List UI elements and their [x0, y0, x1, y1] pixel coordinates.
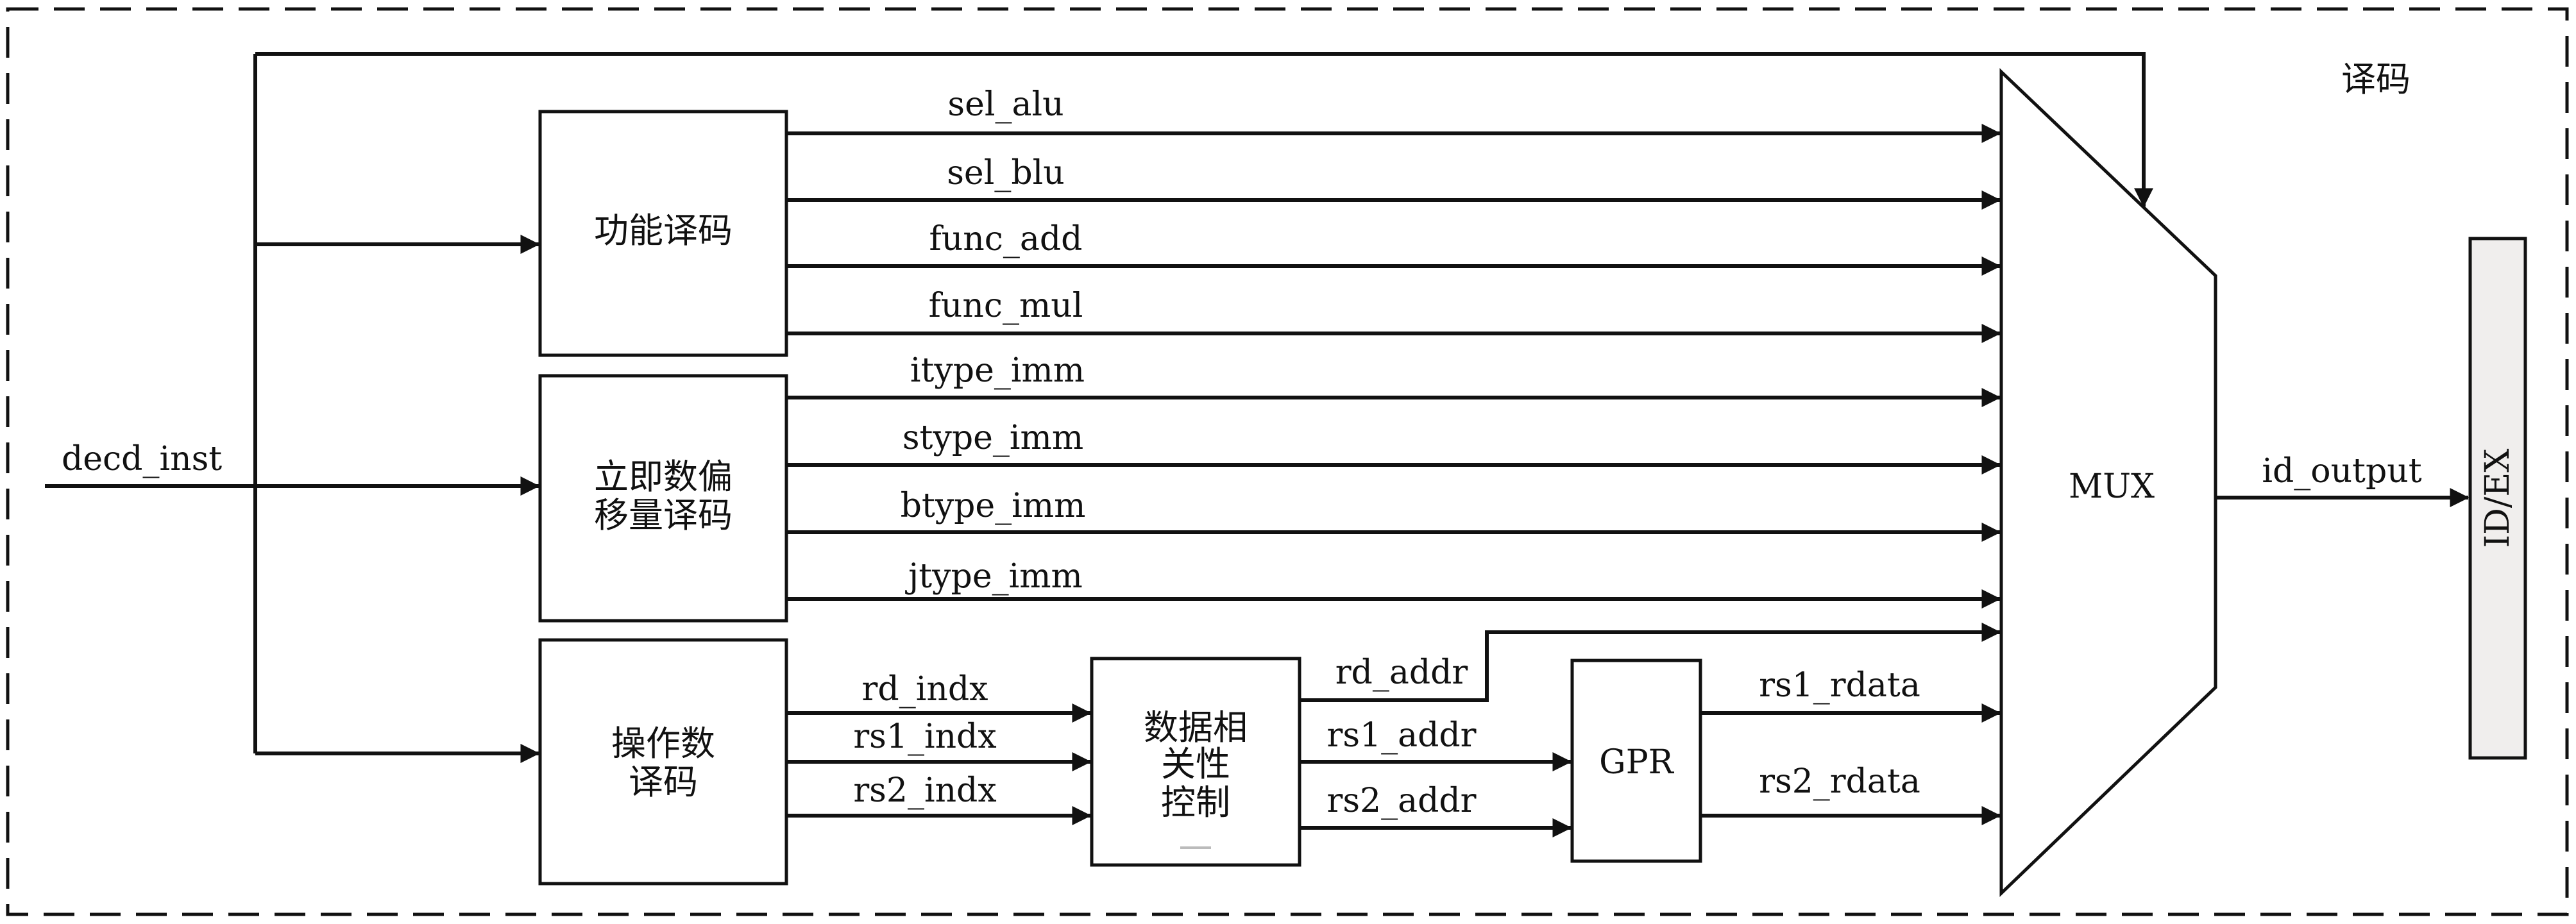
- mux-label: MUX: [2069, 467, 2155, 506]
- id-ex-pipeline-register: [2468, 237, 2527, 760]
- decode-module-label: 译码: [2341, 59, 2411, 99]
- sel-alu-label: sel_alu: [947, 85, 1063, 124]
- imm-decode-block: [538, 374, 788, 623]
- operand-decode-block: [538, 638, 788, 886]
- hazard-label-line1: 数据相: [1144, 707, 1248, 748]
- operand-decode-label-line1: 操作数: [611, 723, 715, 764]
- func-mul-label: func_mul: [929, 287, 1083, 325]
- decd-inst-label: decd_inst: [62, 440, 222, 478]
- sel-blu-label: sel_blu: [947, 154, 1065, 192]
- decode-module-boundary: [6, 7, 2569, 916]
- gpr-block: [1570, 659, 1702, 863]
- hazard-label-line2: 关性: [1161, 744, 1230, 784]
- jtype-imm-label: jtype_imm: [905, 557, 1083, 596]
- rs1-addr-label: rs1_addr: [1326, 716, 1476, 755]
- imm-decode-label-line2: 移量译码: [594, 495, 733, 535]
- operand-decode-label-line2: 译码: [629, 762, 698, 802]
- stype-imm-label: stype_imm: [902, 419, 1083, 457]
- rs1-rdata-label: rs1_rdata: [1759, 666, 1920, 705]
- rs2-addr-label: rs2_addr: [1326, 782, 1476, 820]
- rs1-indx-label: rs1_indx: [853, 718, 996, 756]
- gpr-label: GPR: [1599, 743, 1675, 782]
- func-decode-block: [538, 110, 788, 357]
- rs2-indx-label: rs2_indx: [853, 771, 996, 810]
- btype-imm-label: btype_imm: [901, 487, 1086, 525]
- hazard-label-line3: 控制: [1161, 782, 1230, 823]
- itype-imm-label: itype_imm: [910, 351, 1085, 390]
- rd-addr-label: rd_addr: [1335, 653, 1468, 692]
- id-output-label: id_output: [2262, 452, 2421, 491]
- id-ex-label: ID/EX: [2479, 449, 2517, 548]
- func-add-label: func_add: [929, 220, 1083, 258]
- imm-decode-label-line1: 立即数偏: [594, 457, 733, 497]
- func-decode-label: 功能译码: [594, 210, 733, 251]
- rs2-rdata-label: rs2_rdata: [1759, 762, 1920, 801]
- bypass-wire-to-mux-select: [255, 52, 2153, 208]
- mux-block: [1999, 68, 2217, 897]
- rd-addr-wire: [1300, 623, 2001, 702]
- data-hazard-control-block: [1090, 657, 1301, 867]
- rd-indx-label: rd_indx: [862, 670, 988, 709]
